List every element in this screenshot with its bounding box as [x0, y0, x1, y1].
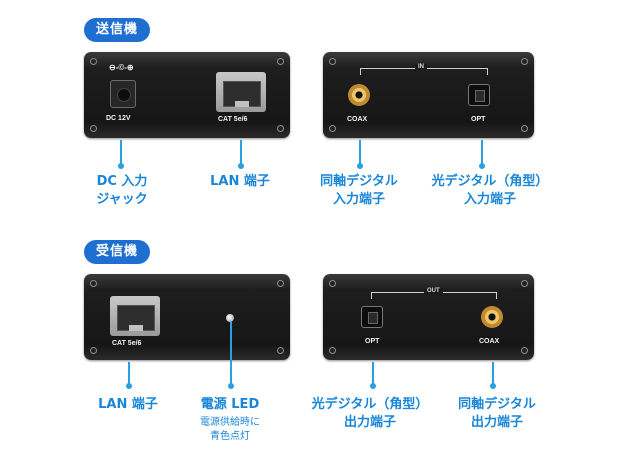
optical-port	[468, 84, 490, 106]
opt-port-label: OPT	[471, 116, 486, 123]
screw-icon	[329, 280, 336, 287]
screw-icon	[90, 347, 97, 354]
callout-line	[479, 140, 485, 169]
dc-polarity-icon: ⊖-©-⊕	[109, 63, 134, 72]
caption-power-led: 電源 LED	[200, 397, 260, 412]
callout-line	[357, 140, 363, 169]
caption-dc-jack: DC 入力 ジャック	[96, 174, 148, 207]
out-group-label: OUT	[424, 288, 443, 294]
screw-icon	[277, 280, 284, 287]
opt-port-label: OPT	[365, 338, 380, 345]
receiver-panel-audio-out: OUT OPT COAX	[323, 274, 534, 360]
dc-jack-port	[110, 80, 136, 108]
receiver-panel-lan-led: CAT 5e/6	[84, 274, 290, 360]
coax-jack-port	[481, 306, 503, 328]
screw-icon	[277, 347, 284, 354]
screw-icon	[277, 58, 284, 65]
caption-power-led-desc: 電源供給時に 青色点灯	[200, 417, 260, 442]
callout-line	[238, 140, 244, 169]
screw-icon	[90, 125, 97, 132]
screw-icon	[329, 125, 336, 132]
callout-line	[118, 140, 124, 169]
in-group-label: IN	[415, 64, 427, 70]
screw-icon	[521, 125, 528, 132]
screw-icon	[329, 58, 336, 65]
lan-port-label: CAT 5e/6	[112, 340, 142, 347]
receiver-badge: 受信機	[84, 240, 151, 264]
screw-icon	[90, 58, 97, 65]
caption-opt-out: 光デジタル（角型） 出力端子	[311, 397, 429, 430]
callout-line	[228, 322, 234, 389]
optical-port	[361, 306, 383, 328]
screw-icon	[521, 347, 528, 354]
coax-port-label: COAX	[479, 338, 500, 345]
screw-icon	[521, 280, 528, 287]
callout-line	[490, 362, 496, 389]
coax-jack-port	[348, 84, 370, 106]
caption-opt-in: 光デジタル（角型） 入力端子	[431, 174, 549, 207]
screw-icon	[521, 58, 528, 65]
caption-coax-out: 同軸デジタル 出力端子	[458, 397, 536, 430]
callout-line	[126, 362, 132, 389]
screw-icon	[277, 125, 284, 132]
lan-port	[110, 296, 160, 336]
power-led-indicator	[226, 314, 234, 322]
transmitter-panel-audio-in: IN COAX OPT	[323, 52, 534, 138]
dc-port-label: DC 12V	[106, 115, 131, 122]
callout-line	[370, 362, 376, 389]
caption-lan-tx: LAN 端子	[210, 174, 270, 189]
caption-coax-in: 同軸デジタル 入力端子	[320, 174, 398, 207]
transmitter-panel-dc-lan: ⊖-©-⊕ DC 12V CAT 5e/6	[84, 52, 290, 138]
lan-port-label: CAT 5e/6	[218, 116, 248, 123]
screw-icon	[329, 347, 336, 354]
screw-icon	[90, 280, 97, 287]
transmitter-badge: 送信機	[84, 18, 151, 42]
lan-port	[216, 72, 266, 112]
caption-lan-rx: LAN 端子	[98, 397, 158, 412]
coax-port-label: COAX	[347, 116, 368, 123]
